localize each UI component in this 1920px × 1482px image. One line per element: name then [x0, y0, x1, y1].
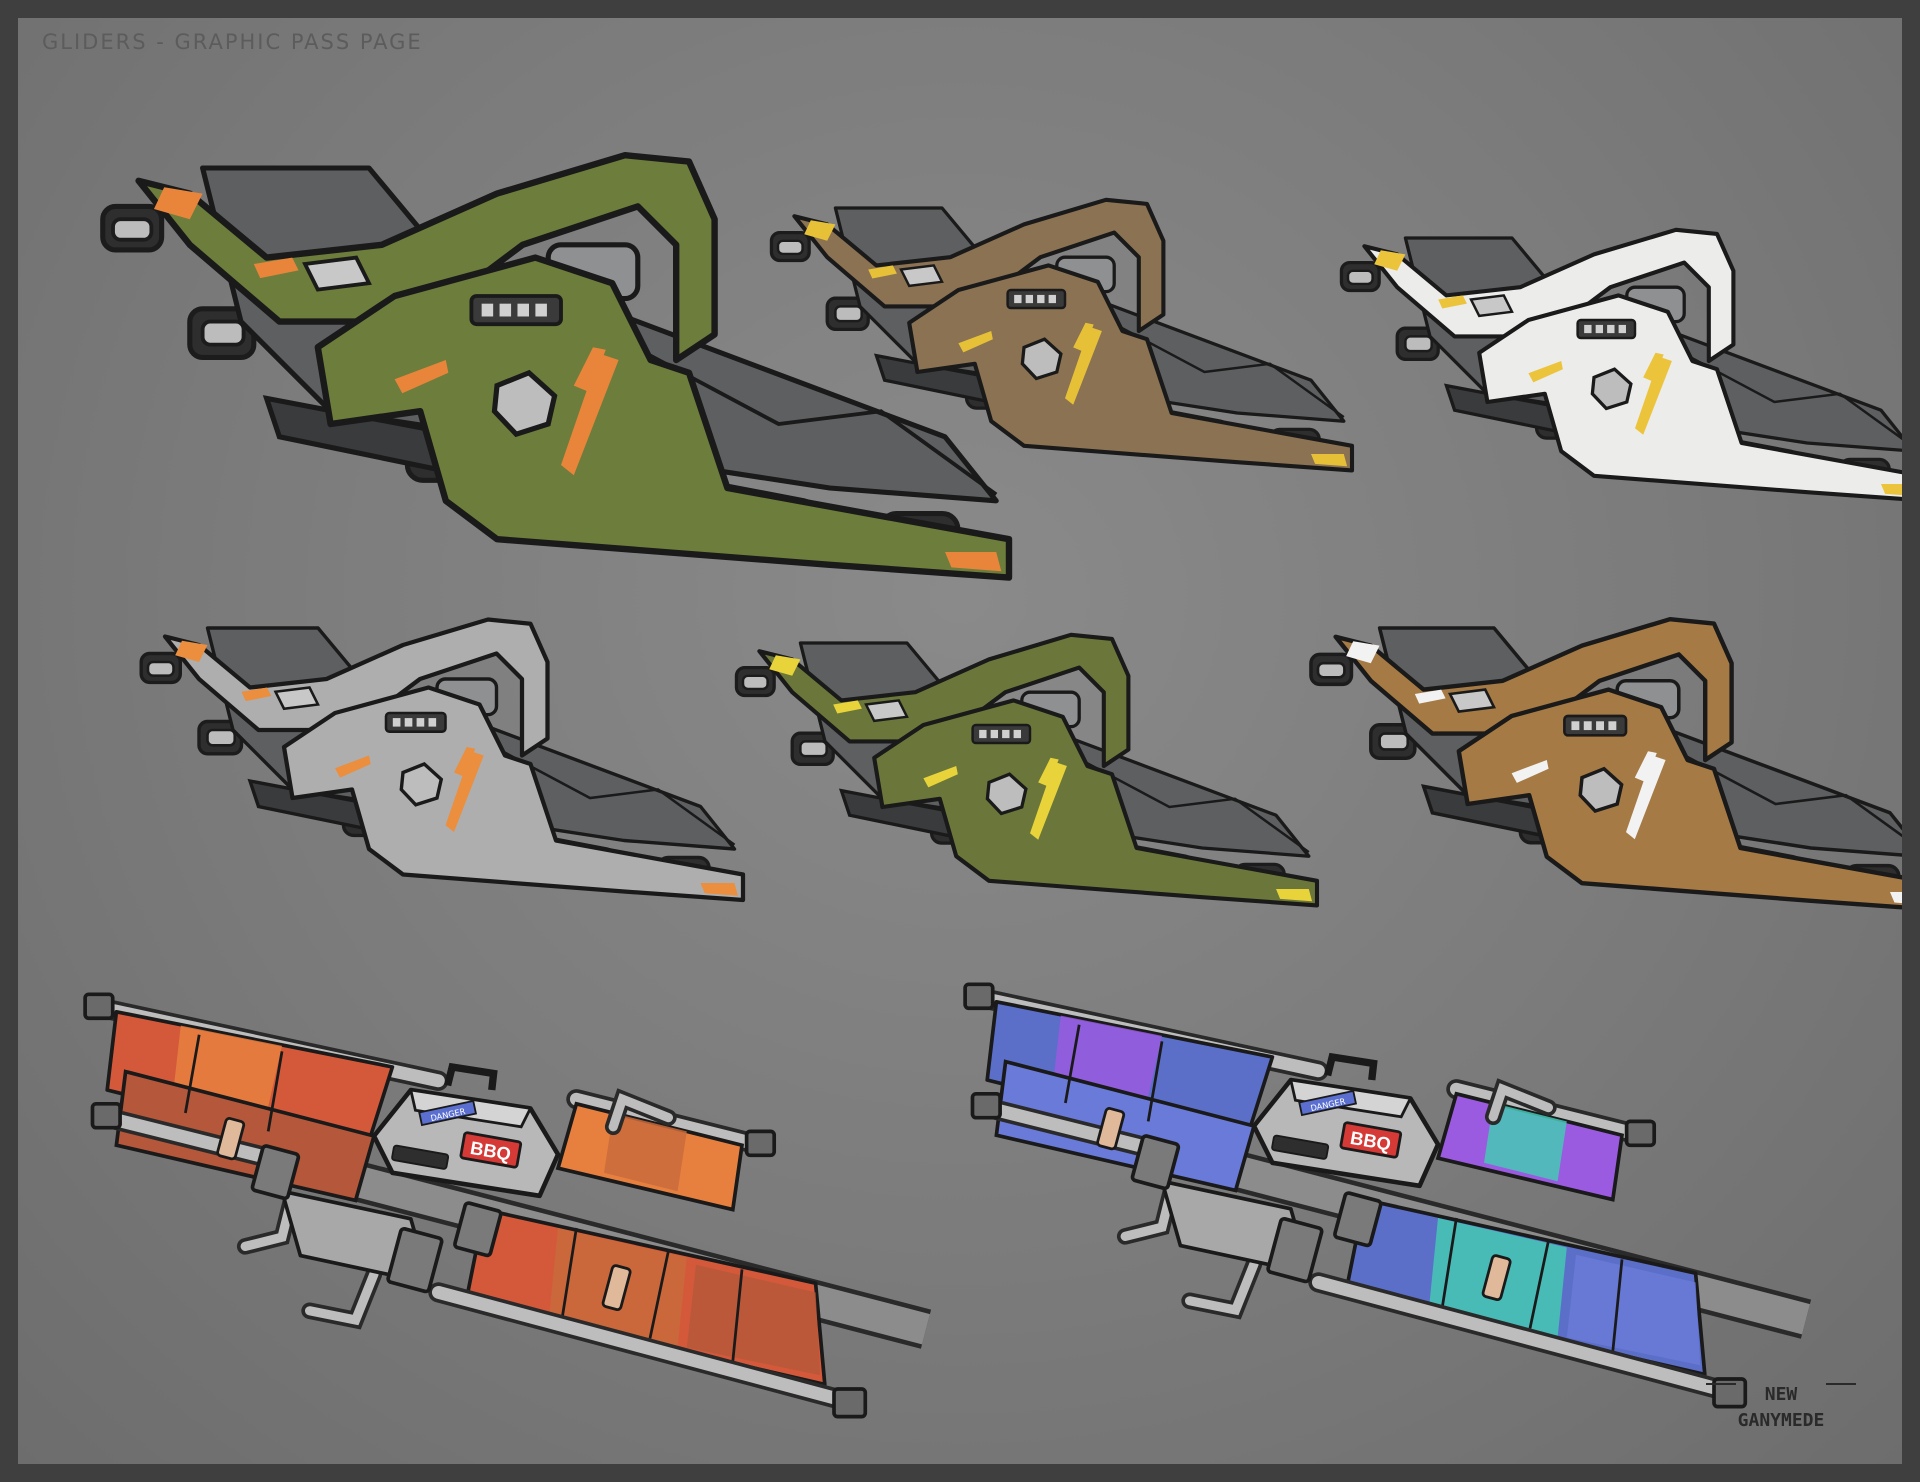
logo-line1: NEW — [1765, 1384, 1798, 1405]
glider-3 — [1339, 227, 1902, 502]
glider-1 — [100, 152, 1013, 581]
logo-line2: GANYMEDE — [1738, 1410, 1825, 1431]
glider-5 — [734, 632, 1320, 908]
glider-4 — [139, 617, 746, 903]
glider-2 — [769, 197, 1355, 473]
new-ganymede-logo: NEW GANYMEDE — [1706, 1383, 1856, 1431]
concept-sheet: GLIDERS - GRAPHIC PASS PAGE — [18, 18, 1902, 1464]
page-title: GLIDERS - GRAPHIC PASS PAGE — [42, 30, 423, 54]
glider-6 — [1309, 617, 1902, 910]
